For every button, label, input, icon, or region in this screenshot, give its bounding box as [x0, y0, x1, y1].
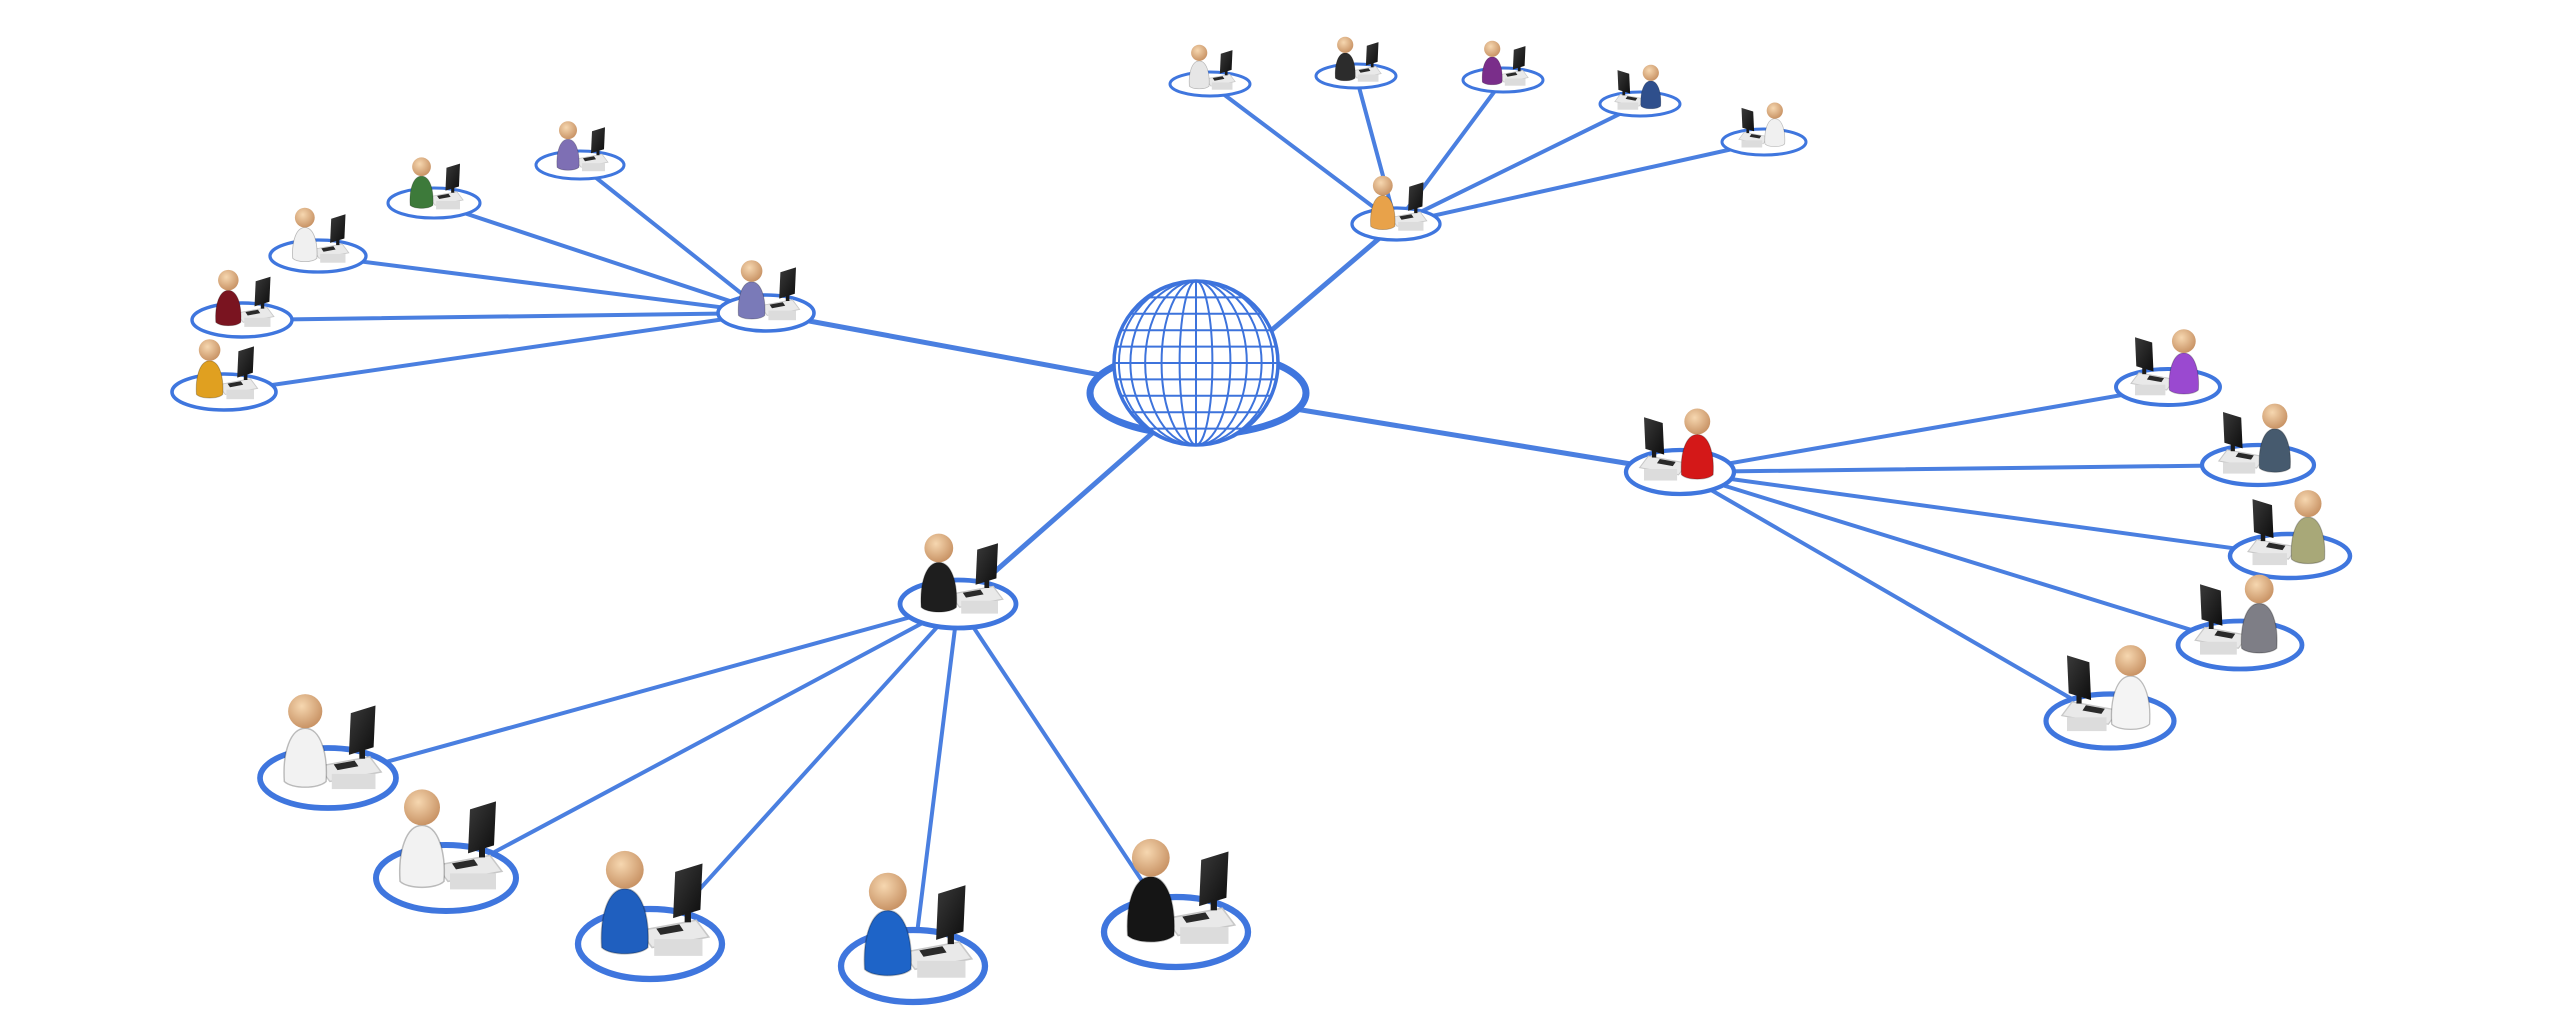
- person-computer-icon: [1638, 408, 1714, 481]
- hub-left: [716, 260, 816, 333]
- person-computer-icon: [409, 157, 464, 210]
- person-computer-icon: [2060, 645, 2151, 732]
- link-hub-left-leaf-1: [578, 163, 768, 315]
- person-computer-icon: [283, 694, 383, 790]
- hub-right-leaf-2: [2199, 403, 2317, 488]
- hub-right-leaf-1: [2114, 329, 2222, 407]
- link-hub-top-leaf-4: [1394, 102, 1642, 226]
- link-hub-right-leaf-2: [1678, 463, 2260, 474]
- person-computer-icon: [215, 269, 275, 327]
- person-computer-icon: [1370, 175, 1428, 231]
- person-computer-icon: [2194, 574, 2278, 655]
- hub-top: [1350, 175, 1442, 242]
- person-computer-icon: [1126, 838, 1237, 944]
- hub-bottom-leaf-5: [1100, 838, 1252, 971]
- hub-top-leaf-3: [1461, 40, 1545, 94]
- link-hub-right-leaf-3: [1678, 470, 2292, 558]
- hub-bottom-leaf-3: [574, 850, 726, 983]
- hub-right-leaf-3: [2227, 490, 2353, 581]
- person-computer-icon: [920, 533, 1004, 614]
- hub-bottom-leaf-1: [257, 694, 399, 811]
- link-hub-right-leaf-5: [1678, 470, 2112, 723]
- hub-top-leaf-4: [1598, 64, 1682, 118]
- hub-bottom-leaf-2: [373, 789, 519, 914]
- person-computer-icon: [1614, 64, 1662, 110]
- user-nodes: [170, 36, 2353, 1006]
- link-hub-right-leaf-1: [1678, 385, 2170, 474]
- person-computer-icon: [1334, 36, 1382, 82]
- globe-icon: [1112, 279, 1280, 447]
- person-computer-icon: [1188, 44, 1236, 90]
- hub-left-leaf-2: [386, 157, 482, 220]
- link-hub-bottom-leaf-1: [326, 602, 960, 780]
- person-computer-icon: [398, 789, 504, 890]
- hub-right-leaf-5: [2043, 645, 2177, 751]
- link-hub-left-leaf-5: [222, 311, 768, 394]
- link-hub-left-leaf-2: [432, 201, 768, 315]
- person-computer-icon: [1481, 40, 1529, 86]
- link-hub-left-leaf-4: [240, 311, 768, 322]
- person-computer-icon: [556, 121, 609, 172]
- person-computer-icon: [195, 339, 259, 400]
- globe-node: [1086, 279, 1310, 447]
- hub-bottom-leaf-4: [837, 872, 989, 1006]
- person-computer-icon: [2247, 490, 2326, 566]
- connection-lines: [222, 74, 2292, 968]
- link-hub-top-leaf-1: [1208, 82, 1398, 226]
- person-computer-icon: [1738, 102, 1786, 148]
- hub-top-leaf-1: [1168, 44, 1252, 98]
- person-computer-icon: [863, 872, 974, 978]
- hub-bottom: [897, 533, 1019, 631]
- link-hub-bottom-leaf-5: [956, 602, 1178, 934]
- link-hub-right-leaf-4: [1678, 470, 2242, 647]
- hub-right-leaf-4: [2175, 574, 2305, 672]
- hub-left-leaf-1: [534, 121, 626, 181]
- person-computer-icon: [292, 207, 350, 263]
- link-hub-bottom-leaf-2: [444, 602, 960, 880]
- hub-right: [1623, 408, 1737, 497]
- hub-left-leaf-5: [170, 339, 278, 412]
- hub-top-leaf-5: [1720, 102, 1808, 157]
- person-computer-icon: [2217, 403, 2291, 474]
- person-computer-icon: [600, 850, 711, 956]
- link-hub-bottom-leaf-4: [911, 602, 960, 968]
- person-computer-icon: [737, 260, 801, 321]
- link-hub-top-leaf-5: [1394, 140, 1766, 226]
- person-computer-icon: [2130, 329, 2200, 396]
- hub-left-leaf-4: [190, 269, 294, 339]
- link-hub-left-leaf-3: [316, 254, 768, 315]
- hub-left-leaf-3: [268, 207, 368, 274]
- hub-top-leaf-2: [1314, 36, 1398, 90]
